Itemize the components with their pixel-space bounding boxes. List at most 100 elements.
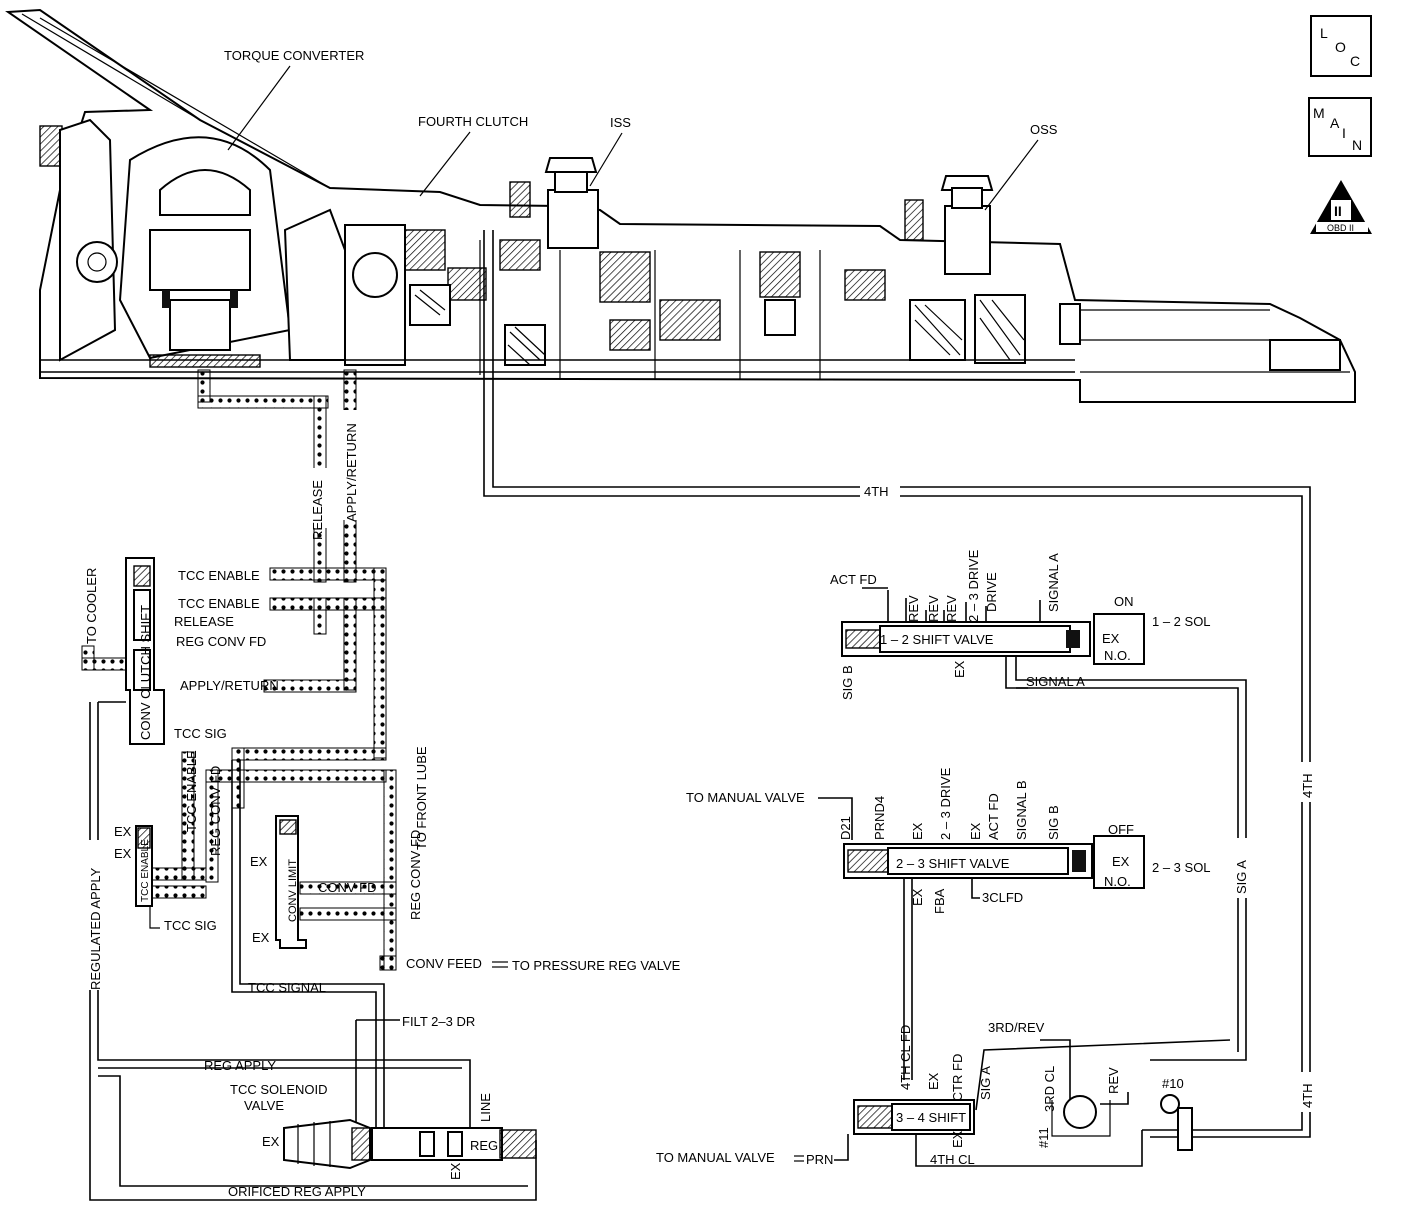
- svg-text:REV: REV: [1106, 1067, 1121, 1094]
- svg-text:SIG B: SIG B: [840, 665, 855, 700]
- svg-text:FBA: FBA: [932, 888, 947, 914]
- svg-text:SIGNAL A: SIGNAL A: [1046, 553, 1061, 612]
- svg-text:N.O.: N.O.: [1104, 648, 1131, 663]
- svg-text:#11: #11: [1036, 1127, 1051, 1148]
- svg-text:OSS: OSS: [1030, 122, 1058, 137]
- svg-text:3CLFD: 3CLFD: [982, 890, 1023, 905]
- svg-text:EX: EX: [262, 1134, 280, 1149]
- svg-text:ISS: ISS: [610, 115, 631, 130]
- svg-text:ORIFICED REG APPLY: ORIFICED REG APPLY: [228, 1184, 366, 1199]
- svg-text:CONV FEED: CONV FEED: [406, 956, 482, 971]
- svg-text:3 – 4 SHIFT: 3 – 4 SHIFT: [896, 1110, 966, 1125]
- svg-text:TCC ENABLE: TCC ENABLE: [184, 750, 199, 832]
- svg-text:APPLY/RETURN: APPLY/RETURN: [180, 678, 279, 693]
- svg-text:EX: EX: [950, 1130, 965, 1148]
- svg-text:OFF: OFF: [1108, 822, 1134, 837]
- svg-text:C: C: [1350, 53, 1360, 69]
- svg-text:2 – 3 DRIVE: 2 – 3 DRIVE: [938, 767, 953, 840]
- svg-text:REV: REV: [906, 595, 921, 622]
- svg-text:TO MANUAL VALVE: TO MANUAL VALVE: [656, 1150, 775, 1165]
- svg-text:REG CONV FD: REG CONV FD: [408, 830, 423, 920]
- svg-text:REV: REV: [926, 595, 941, 622]
- svg-text:EX: EX: [926, 1072, 941, 1090]
- svg-text:EX: EX: [910, 822, 925, 840]
- converter-limit-valve: CONV LIMIT EX EX CONV FD REG CONV FD CON…: [250, 815, 681, 973]
- svg-text:TCC SOLENOID: TCC SOLENOID: [230, 1082, 328, 1097]
- svg-text:M: M: [1313, 105, 1325, 121]
- svg-text:ACTR FD: ACTR FD: [950, 1054, 965, 1110]
- svg-text:TCC SIG: TCC SIG: [164, 918, 217, 933]
- svg-text:TCC ENABLE: TCC ENABLE: [178, 596, 260, 611]
- svg-text:A: A: [1330, 115, 1340, 131]
- tcc-signal-lines: TCC SIGNAL REGULATED APPLY FILT 2–3 DR R…: [84, 701, 537, 1201]
- transmission-cross-section: [5, 8, 1356, 403]
- svg-text:4TH CL: 4TH CL: [930, 1152, 975, 1167]
- svg-text:TCC SIG: TCC SIG: [174, 726, 227, 741]
- svg-text:SIG B: SIG B: [1046, 805, 1061, 840]
- svg-text:1 – 2 SHIFT VALVE: 1 – 2 SHIFT VALVE: [880, 632, 994, 647]
- svg-text:EX: EX: [114, 824, 132, 839]
- svg-text:RELEASE: RELEASE: [174, 614, 234, 629]
- svg-text:EX: EX: [1112, 854, 1130, 869]
- svg-text:APPLY/RETURN: APPLY/RETURN: [344, 423, 359, 522]
- svg-text:EX: EX: [250, 854, 268, 869]
- svg-text:2 – 3 SOL: 2 – 3 SOL: [1152, 860, 1211, 875]
- svg-text:EX: EX: [952, 660, 967, 678]
- svg-text:REV: REV: [944, 595, 959, 622]
- svg-text:REG CONV FD: REG CONV FD: [208, 766, 223, 856]
- svg-text:TO COOLER: TO COOLER: [84, 568, 99, 644]
- svg-text:CONV LIMIT: CONV LIMIT: [287, 859, 299, 922]
- tcc-solenoid-valve: TCC SOLENOID VALVE EX LINE REG EX: [230, 1082, 537, 1180]
- component-labels: TORQUE CONVERTER FOURTH CLUTCH ISS OSS: [224, 48, 1058, 211]
- svg-text:TORQUE CONVERTER: TORQUE CONVERTER: [224, 48, 364, 63]
- svg-text:3RD CL: 3RD CL: [1042, 1066, 1057, 1112]
- svg-text:3RD/REV: 3RD/REV: [988, 1020, 1045, 1035]
- shift-valve-3-4: 4TH CL FD EX ACTR FD SIG A 3 – 4 SHIFT E…: [656, 1020, 1231, 1167]
- svg-text:REG APPLY: REG APPLY: [204, 1058, 276, 1073]
- svg-text:TCC ENABLE: TCC ENABLE: [140, 839, 151, 902]
- svg-text:EX: EX: [114, 846, 132, 861]
- svg-text:TCC SIGNAL: TCC SIGNAL: [248, 980, 326, 995]
- svg-text:REGULATED APPLY: REGULATED APPLY: [88, 867, 103, 990]
- svg-text:SIGNAL A: SIGNAL A: [1026, 674, 1085, 689]
- svg-text:ACT FD: ACT FD: [830, 572, 877, 587]
- fourth-passage: 4TH 4TH 4TH: [483, 230, 1316, 1138]
- svg-text:CONV CLUTCH SHIFT: CONV CLUTCH SHIFT: [138, 605, 153, 740]
- converter-clutch-shift-valve: CONV CLUTCH SHIFT TCC ENABLE TCC ENABLE …: [125, 557, 429, 850]
- svg-text:EX: EX: [448, 1162, 463, 1180]
- svg-text:EX: EX: [910, 888, 925, 906]
- svg-text:FOURTH CLUTCH: FOURTH CLUTCH: [418, 114, 528, 129]
- svg-text:4TH: 4TH: [1300, 773, 1315, 798]
- svg-text:D21: D21: [838, 816, 853, 840]
- tcc-enable-valve: EX EX TCC ENABLE TCC ENABLE REG CONV FD …: [114, 750, 223, 933]
- svg-text:VALVE: VALVE: [244, 1098, 284, 1113]
- svg-text:TO FRONT LUBE: TO FRONT LUBE: [414, 746, 429, 850]
- svg-text:EX: EX: [1102, 631, 1120, 646]
- svg-text:1 – 2 SOL: 1 – 2 SOL: [1152, 614, 1211, 629]
- svg-text:N.O.: N.O.: [1104, 874, 1131, 889]
- main-badge[interactable]: M A I N: [1308, 97, 1372, 157]
- svg-text:SIG A: SIG A: [978, 1066, 993, 1100]
- loc-badge[interactable]: L O C: [1310, 15, 1372, 77]
- svg-text:O: O: [1335, 39, 1346, 55]
- shift-valve-2-3: TO MANUAL VALVE D21 PRND4 EX 2 – 3 DRIVE…: [686, 767, 1211, 1080]
- svg-text:SIG A: SIG A: [1234, 860, 1249, 894]
- svg-text:FILT 2–3 DR: FILT 2–3 DR: [402, 1014, 475, 1029]
- svg-text:DRIVE: DRIVE: [984, 572, 999, 612]
- svg-text:4TH CL FD: 4TH CL FD: [898, 1025, 913, 1090]
- svg-text:ON: ON: [1114, 594, 1134, 609]
- svg-text:ACT FD: ACT FD: [986, 793, 1001, 840]
- svg-text:N: N: [1352, 137, 1362, 153]
- svg-text:PRND4: PRND4: [872, 796, 887, 840]
- svg-text:II: II: [1334, 203, 1342, 219]
- svg-text:LINE: LINE: [478, 1093, 493, 1122]
- svg-text:SIGNAL B: SIGNAL B: [1014, 781, 1029, 840]
- svg-text:RELEASE: RELEASE: [310, 480, 325, 540]
- svg-text:2 – 3 DRIVE: 2 – 3 DRIVE: [966, 549, 981, 622]
- svg-text:TO MANUAL VALVE: TO MANUAL VALVE: [686, 790, 805, 805]
- svg-text:2 – 3 SHIFT VALVE: 2 – 3 SHIFT VALVE: [896, 856, 1010, 871]
- svg-text:EX: EX: [968, 822, 983, 840]
- obd-ii-badge[interactable]: II OBD II: [1310, 180, 1372, 234]
